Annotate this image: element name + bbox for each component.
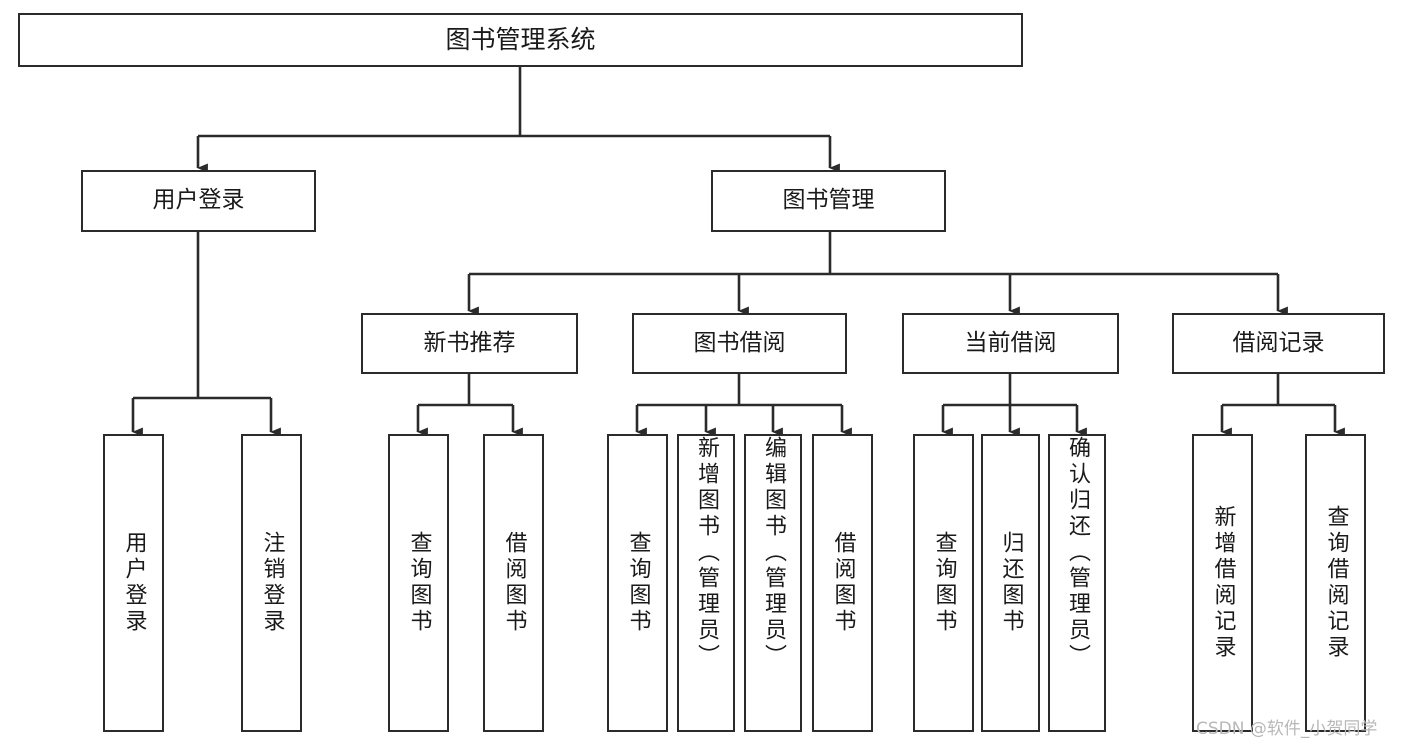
node-user-login[interactable]: 用户登录: [81, 170, 316, 232]
node-leaf-user-login[interactable]: 用户登录: [103, 434, 164, 732]
node-label: 编辑图书（管理员）: [761, 436, 786, 670]
node-label: 图书管理: [782, 187, 875, 214]
node-borrow-record[interactable]: 借阅记录: [1172, 313, 1385, 374]
node-leaf-borrow-book-2[interactable]: 借阅图书: [812, 434, 873, 732]
node-label: 查询借阅记录: [1323, 505, 1349, 661]
node-root-system[interactable]: 图书管理系统: [18, 13, 1023, 67]
watermark-text: CSDN @软件_小贺同学: [1196, 719, 1378, 739]
node-new-book-recommend[interactable]: 新书推荐: [361, 313, 578, 374]
node-current-borrow[interactable]: 当前借阅: [902, 313, 1119, 374]
node-book-management[interactable]: 图书管理: [711, 170, 946, 232]
node-leaf-query-book-1[interactable]: 查询图书: [388, 434, 449, 732]
node-label: 图书借阅: [693, 329, 786, 356]
node-book-borrow[interactable]: 图书借阅: [632, 313, 847, 374]
node-leaf-query-record[interactable]: 查询借阅记录: [1305, 434, 1366, 732]
node-leaf-add-record[interactable]: 新增借阅记录: [1192, 434, 1253, 732]
node-leaf-query-book-3[interactable]: 查询图书: [913, 434, 974, 732]
node-label: 注销登录: [259, 531, 285, 635]
node-label: 借阅图书: [501, 531, 527, 635]
node-leaf-return-book[interactable]: 归还图书: [981, 434, 1040, 732]
node-leaf-edit-book[interactable]: 编辑图书（管理员）: [744, 434, 802, 732]
node-label: 用户登录: [121, 531, 147, 635]
node-label: 借阅记录: [1232, 329, 1325, 356]
node-leaf-confirm-return[interactable]: 确认归还（管理员）: [1048, 434, 1106, 732]
node-label: 查询图书: [406, 531, 432, 635]
node-leaf-borrow-book-1[interactable]: 借阅图书: [483, 434, 544, 732]
node-label: 当前借阅: [964, 329, 1057, 356]
node-leaf-query-book-2[interactable]: 查询图书: [607, 434, 668, 732]
node-label: 确认归还（管理员）: [1065, 436, 1090, 670]
node-leaf-add-book[interactable]: 新增图书（管理员）: [677, 434, 735, 732]
node-label: 图书管理系统: [445, 25, 596, 54]
node-label: 查询图书: [625, 531, 651, 635]
node-label: 新增图书（管理员）: [694, 436, 719, 670]
node-leaf-logout-login[interactable]: 注销登录: [241, 434, 302, 732]
node-label: 用户登录: [152, 187, 245, 214]
node-label: 新增借阅记录: [1210, 505, 1236, 661]
node-label: 归还图书: [998, 531, 1024, 635]
node-label: 新书推荐: [423, 329, 516, 356]
node-label: 借阅图书: [830, 531, 856, 635]
node-label: 查询图书: [931, 531, 957, 635]
